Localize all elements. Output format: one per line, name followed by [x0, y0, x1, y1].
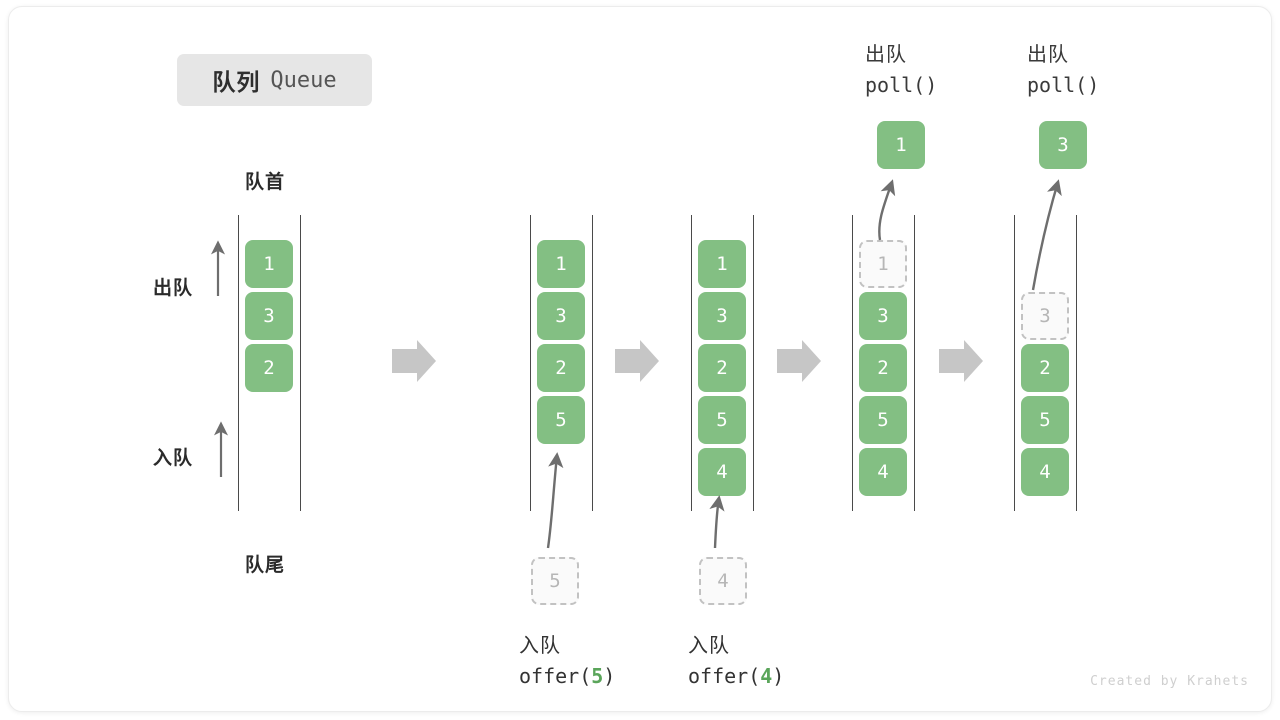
queue-cell: 3	[245, 292, 293, 340]
offer-4-suffix: )	[772, 664, 785, 688]
offer-5-prefix: offer(	[519, 664, 592, 688]
poll-1-result-cell: 1	[877, 121, 925, 169]
poll-3-header-cn: 出队	[1027, 44, 1069, 66]
offer-5-suffix: )	[603, 664, 616, 688]
rail-left-col3	[691, 215, 692, 511]
ghost-cell-offer-4: 4	[699, 557, 747, 605]
op-label-offer-5-cn: 入队	[519, 635, 561, 657]
queue-cell: 5	[1021, 396, 1069, 444]
queue-cell-ghost: 3	[1021, 292, 1069, 340]
enqueue-side-label: 入队	[153, 448, 194, 469]
queue-cell: 5	[537, 396, 585, 444]
queue-cell: 2	[245, 344, 293, 392]
queue-cell: 4	[1021, 448, 1069, 496]
queue-cell: 2	[537, 344, 585, 392]
queue-cell: 1	[245, 240, 293, 288]
rear-label: 队尾	[245, 555, 286, 576]
queue-cell: 1	[698, 240, 746, 288]
ghost-cell-offer-5: 5	[531, 557, 579, 605]
queue-cell: 2	[1021, 344, 1069, 392]
poll-3-result-cell: 3	[1039, 121, 1087, 169]
rail-right-col2	[592, 215, 593, 511]
rail-right-col3	[753, 215, 754, 511]
rail-left-col2	[530, 215, 531, 511]
front-label: 队首	[245, 172, 286, 193]
op-label-offer-4-cn: 入队	[688, 635, 730, 657]
op-label-offer-5-call: offer(5)	[519, 664, 615, 688]
queue-cell: 1	[537, 240, 585, 288]
title-cn: 队列	[212, 69, 261, 95]
poll-3-header-call: poll()	[1027, 73, 1100, 97]
credit-text: Created by Krahets	[1090, 674, 1249, 689]
offer-4-value: 4	[760, 664, 773, 688]
queue-cell: 4	[859, 448, 907, 496]
queue-cell: 4	[698, 448, 746, 496]
rail-left-col4	[852, 215, 853, 511]
queue-cell: 3	[859, 292, 907, 340]
queue-cell: 3	[698, 292, 746, 340]
offer-4-prefix: offer(	[688, 664, 761, 688]
rail-left-col5	[1014, 215, 1015, 511]
title-en: Queue	[270, 67, 337, 93]
rail-right-col1	[300, 215, 301, 511]
queue-cell: 5	[859, 396, 907, 444]
poll-1-header-call: poll()	[865, 73, 938, 97]
queue-cell: 3	[537, 292, 585, 340]
title-badge: 队列 Queue	[177, 54, 372, 106]
offer-5-value: 5	[591, 664, 604, 688]
rail-right-col5	[1076, 215, 1077, 511]
rail-right-col4	[914, 215, 915, 511]
queue-cell: 2	[698, 344, 746, 392]
poll-1-header-cn: 出队	[865, 44, 907, 66]
queue-cell: 2	[859, 344, 907, 392]
op-label-offer-4-call: offer(4)	[688, 664, 784, 688]
dequeue-side-label: 出队	[153, 278, 194, 299]
queue-cell: 5	[698, 396, 746, 444]
rail-left-col1	[238, 215, 239, 511]
queue-cell-ghost: 1	[859, 240, 907, 288]
